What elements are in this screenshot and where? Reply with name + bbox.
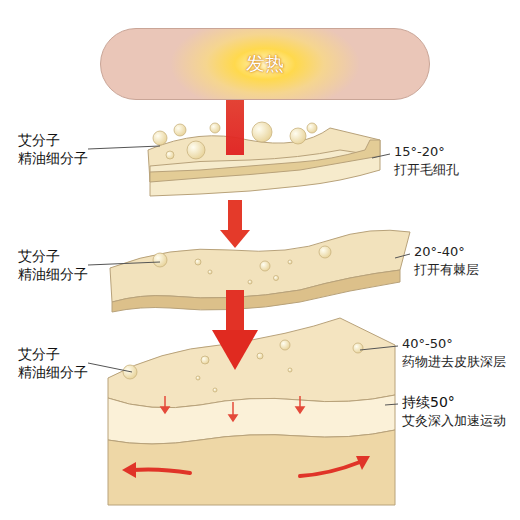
effect-label: 打开毛细孔 bbox=[394, 162, 459, 178]
molecule-label: 精油细分子 bbox=[18, 150, 88, 166]
heat-label: 发热 bbox=[246, 51, 284, 77]
molecule-label: 艾分子 bbox=[18, 248, 60, 264]
molecule-label: 艾分子 bbox=[18, 132, 60, 148]
temperature-label: 40°-50° bbox=[402, 336, 453, 352]
molecule-label: 艾分子 bbox=[18, 346, 60, 362]
heat-patch: 发热 bbox=[100, 28, 430, 100]
temperature-label: 15°-20° bbox=[394, 144, 445, 160]
temperature-label: 持续50° bbox=[402, 394, 455, 410]
molecule-label: 精油细分子 bbox=[18, 364, 88, 380]
molecule-label: 精油细分子 bbox=[18, 266, 88, 282]
effect-label: 药物进去皮肤深层 bbox=[402, 354, 506, 370]
temperature-label: 20°-40° bbox=[414, 244, 465, 260]
effect-label: 艾灸深入加速运动 bbox=[402, 413, 506, 429]
effect-label: 打开有棘层 bbox=[414, 262, 479, 278]
